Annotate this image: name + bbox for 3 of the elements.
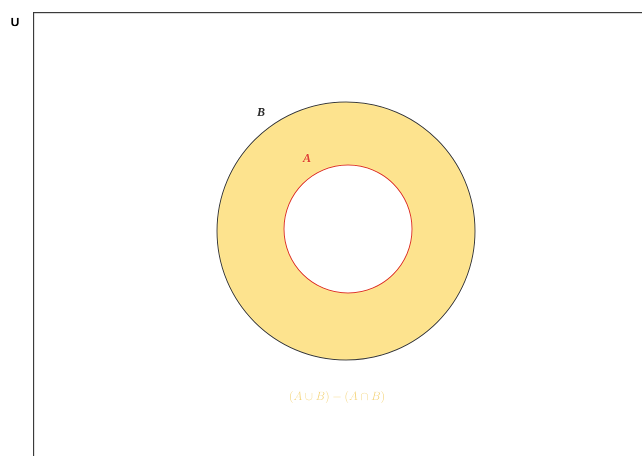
formula-label: $(A \cup B) - (A \cap B)$	[290, 391, 384, 403]
node-label: A	[302, 154, 311, 162]
node-label: U	[11, 18, 19, 26]
